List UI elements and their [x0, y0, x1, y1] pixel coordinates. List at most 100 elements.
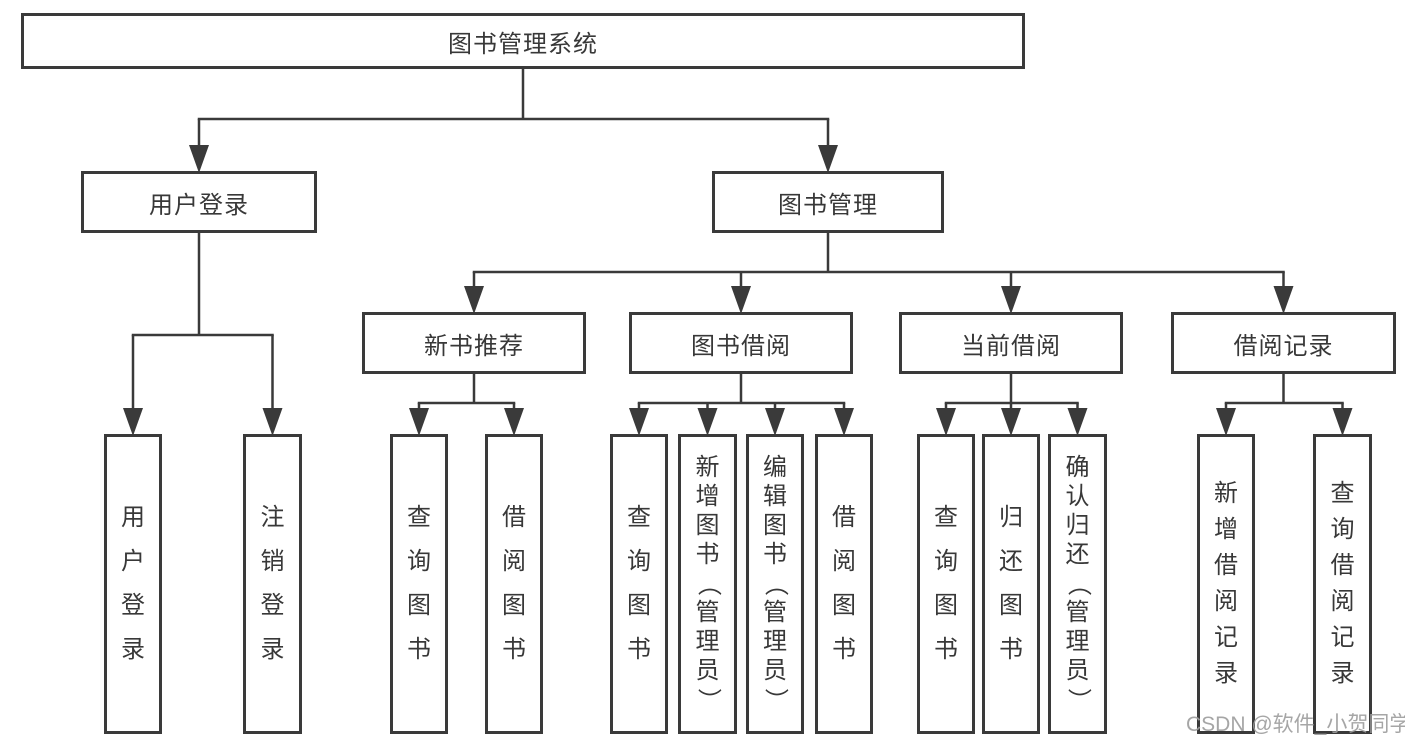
arrowhead-icon: [834, 408, 854, 436]
node-label-char: 查: [1330, 480, 1355, 507]
node-bb-add: 新增图书 （ 管理员 ）: [678, 434, 737, 734]
node-logout: 注销登录: [243, 434, 302, 734]
node-label-char: 书: [763, 541, 787, 568]
arrowhead-icon: [818, 145, 838, 173]
node-label-char: 查: [934, 504, 958, 531]
node-label-char: 图: [999, 592, 1023, 619]
node-label-char: 记: [1330, 624, 1355, 651]
node-label-char: 管: [763, 599, 787, 626]
node-label-char: 图: [832, 592, 856, 619]
node-label-char: 新: [695, 454, 720, 481]
arrowhead-icon: [697, 408, 718, 436]
node-label-char: 登: [260, 592, 285, 619]
node-label-char: （: [762, 572, 789, 596]
arrowhead-icon: [1273, 286, 1294, 314]
node-label-char: 图: [502, 592, 526, 619]
node-label-char: 询: [1330, 516, 1355, 543]
node-label-char: 理: [695, 628, 720, 655]
node-label-char: 认: [1065, 483, 1090, 510]
node-bb-query: 查询图书: [610, 434, 668, 734]
node-label-char: （: [694, 572, 722, 596]
arrowhead-icon: [629, 408, 649, 436]
node-label-char: 查: [407, 504, 431, 531]
arrowhead-icon: [765, 408, 785, 436]
node-label-char: 录: [1214, 660, 1238, 687]
node-label-char: 录: [1330, 660, 1355, 687]
node-label-char: 书: [999, 636, 1023, 663]
node-label-char: 归: [999, 504, 1023, 531]
node-label-char: 借: [1330, 552, 1355, 579]
node-label-char: 记: [1214, 624, 1238, 651]
node-label-char: 员: [695, 657, 720, 684]
node-label-char: 管: [695, 599, 720, 626]
node-label-char: 阅: [832, 548, 856, 575]
arrowhead-icon: [1067, 408, 1088, 436]
node-user-login: 用户登录: [81, 171, 317, 233]
node-nbr-query: 查询图书: [390, 434, 448, 734]
node-label-char: 员: [1065, 657, 1090, 684]
node-new-book-rec: 新书推荐: [362, 312, 586, 374]
node-label-char: 编: [763, 454, 787, 481]
arrowhead-icon: [504, 408, 524, 436]
node-label-char: 录: [260, 636, 285, 663]
node-label-char: 书: [832, 636, 856, 663]
node-label-char: 书: [627, 636, 651, 663]
node-label-char: 借: [502, 504, 526, 531]
arrowhead-icon: [1001, 286, 1021, 314]
node-label-char: 图: [627, 592, 651, 619]
node-nbr-borrow: 借阅图书: [485, 434, 543, 734]
node-book-mgmt: 图书管理: [712, 171, 944, 233]
node-cb-return: 归还图书: [982, 434, 1040, 734]
node-cb-query: 查询图书: [917, 434, 975, 734]
node-label-char: 图: [695, 512, 720, 539]
node-label-char: 借: [832, 504, 856, 531]
node-label-char: ）: [694, 688, 722, 712]
node-label-char: 阅: [502, 548, 526, 575]
node-label-char: 还: [1065, 541, 1090, 568]
node-label-char: 录: [121, 636, 145, 663]
node-book-borrow: 图书借阅: [629, 312, 853, 374]
node-label-char: 辑: [763, 483, 787, 510]
node-label-char: 书: [695, 541, 720, 568]
arrowhead-icon: [262, 408, 283, 436]
node-label-char: 归: [1065, 512, 1090, 539]
node-br-add: 新增借阅记录: [1197, 434, 1255, 734]
arrowhead-icon: [936, 408, 956, 436]
arrowhead-icon: [1216, 408, 1236, 436]
node-login: 用户登录: [104, 434, 162, 734]
node-label-char: 理: [1065, 628, 1090, 655]
node-label-char: 还: [999, 548, 1023, 575]
node-label-char: 登: [121, 592, 145, 619]
arrowhead-icon: [464, 286, 484, 314]
node-label-char: 书: [502, 636, 526, 663]
node-label-char: 书: [934, 636, 958, 663]
arrowhead-icon: [1001, 408, 1021, 436]
node-label-char: 确: [1065, 454, 1090, 481]
arrowhead-icon: [731, 286, 751, 314]
node-label-char: 新: [1214, 480, 1238, 507]
node-label-char: 询: [934, 548, 958, 575]
node-label-char: 询: [407, 548, 431, 575]
node-label-char: 户: [121, 548, 145, 575]
node-label-char: 图: [407, 592, 431, 619]
node-current-borrow: 当前借阅: [899, 312, 1123, 374]
node-label-char: 阅: [1330, 588, 1355, 615]
node-label-char: 查: [627, 504, 651, 531]
node-label-char: 理: [763, 628, 787, 655]
node-label-char: ）: [762, 688, 789, 712]
arrowhead-icon: [409, 408, 429, 436]
node-label-char: 用: [121, 504, 145, 531]
node-br-query: 查询借阅记录: [1313, 434, 1372, 734]
node-label-char: 增: [695, 483, 720, 510]
node-label-char: 图: [934, 592, 958, 619]
node-root: 图书管理系统: [21, 13, 1025, 69]
watermark-text: CSDN @软件_小贺同学: [1186, 713, 1405, 736]
node-label-char: ）: [1064, 688, 1092, 712]
node-borrow-record: 借阅记录: [1171, 312, 1396, 374]
node-label-char: 书: [407, 636, 431, 663]
node-label-char: 阅: [1214, 588, 1238, 615]
node-label-char: 询: [627, 548, 651, 575]
node-label-char: 管: [1065, 599, 1090, 626]
arrowhead-icon: [1332, 408, 1353, 436]
